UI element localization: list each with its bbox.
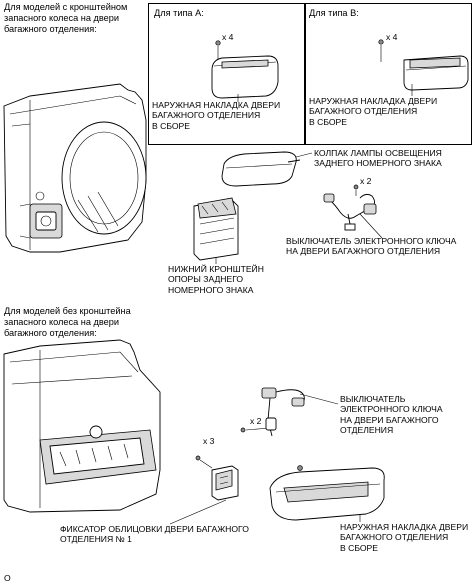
retainer-qty: x 3 bbox=[203, 436, 215, 446]
lower-license-bracket-art bbox=[193, 197, 239, 261]
lower-bracket-label: НИЖНИЙ КРОНШТЕЙН ОПОРЫ ЗАДНЕГО НОМЕРНОГО… bbox=[168, 264, 264, 295]
type-a-box bbox=[148, 3, 306, 145]
type-a-garnish-art bbox=[211, 40, 279, 99]
type-a-label: Для типа A: bbox=[154, 8, 204, 18]
trim-retainer-art bbox=[195, 455, 239, 501]
type-b-qty: x 4 bbox=[386, 32, 398, 42]
screw-icon bbox=[297, 465, 303, 471]
lower-switch-label: ВЫКЛЮЧАТЕЛЬ ЭЛЕКТРОННОГО КЛЮЧА НА ДВЕРИ … bbox=[340, 394, 443, 436]
license-lamp-cover-art bbox=[221, 151, 301, 187]
lower-electronic-key-switch-art bbox=[240, 387, 305, 437]
lower-garnish-art bbox=[269, 465, 385, 521]
screw-icon bbox=[215, 40, 221, 46]
section-title-with-bracket: Для моделей с кронштейном запасного коле… bbox=[4, 2, 128, 34]
upper-switch-label: ВЫКЛЮЧАТЕЛЬ ЭЛЕКТРОННОГО КЛЮЧА НА ДВЕРИ … bbox=[286, 236, 457, 257]
back-door-without-bracket bbox=[3, 339, 161, 513]
upper-switch-qty: x 2 bbox=[360, 176, 372, 186]
screw-icon bbox=[240, 427, 246, 433]
back-door-with-spare-bracket bbox=[3, 83, 147, 253]
spare-tire-cover bbox=[61, 121, 147, 235]
lower-garnish-label: НАРУЖНАЯ НАКЛАДКА ДВЕРИ БАГАЖНОГО ОТДЕЛЕ… bbox=[340, 522, 469, 553]
lower-switch-qty: x 2 bbox=[250, 416, 262, 426]
upper-electronic-key-switch-art bbox=[323, 184, 377, 231]
screw-icon bbox=[195, 455, 201, 461]
screw-icon bbox=[378, 39, 384, 45]
lamp-cover-label: КОЛПАК ЛАМПЫ ОСВЕЩЕНИЯ ЗАДНЕГО НОМЕРНОГО… bbox=[314, 148, 442, 169]
type-a-part-label: НАРУЖНАЯ НАКЛАДКА ДВЕРИ БАГАЖНОГО ОТДЕЛЕ… bbox=[152, 100, 281, 131]
type-b-part-label: НАРУЖНАЯ НАКЛАДКА ДВЕРИ БАГАЖНОГО ОТДЕЛЕ… bbox=[309, 96, 438, 127]
screw-icon bbox=[353, 184, 359, 190]
type-b-label: Для типа B: bbox=[309, 8, 359, 18]
type-b-box bbox=[304, 3, 472, 145]
figure-code: O bbox=[4, 573, 11, 583]
type-a-qty: x 4 bbox=[222, 32, 234, 42]
section-title-without-bracket: Для моделей без кронштейна запасного кол… bbox=[4, 306, 131, 338]
leader-lines bbox=[169, 84, 413, 525]
retainer-label: ФИКСАТОР ОБЛИЦОВКИ ДВЕРИ БАГАЖНОГО ОТДЕЛ… bbox=[60, 524, 249, 545]
type-b-garnish-art bbox=[378, 39, 469, 91]
